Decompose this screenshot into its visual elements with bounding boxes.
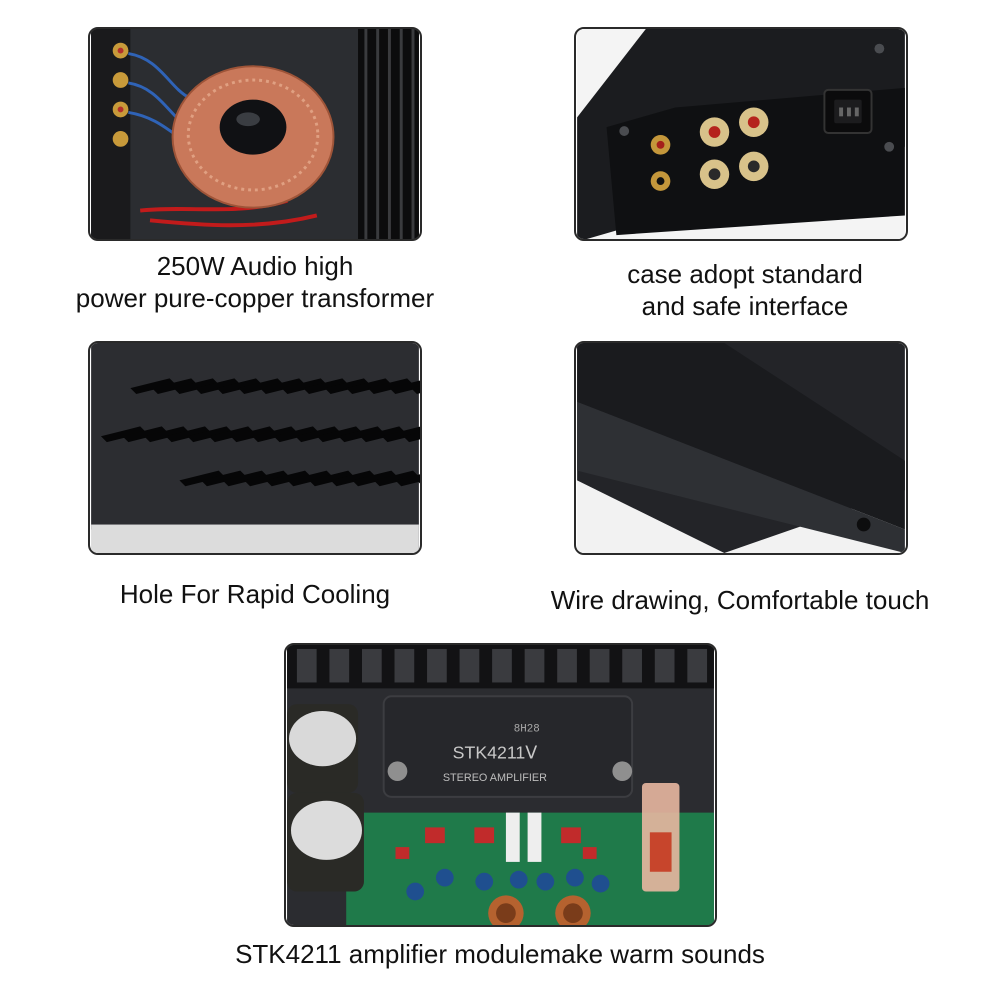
fin-slot bbox=[687, 648, 708, 683]
vent-slot bbox=[308, 470, 355, 487]
vent-slot bbox=[265, 470, 311, 487]
vent-slot bbox=[324, 378, 370, 395]
vent-slot bbox=[360, 426, 406, 443]
vent-slot bbox=[411, 385, 420, 395]
vent-slot bbox=[222, 470, 268, 487]
caption-module: STK4211 amplifier modulemake warm sounds bbox=[150, 938, 850, 970]
cooling-vents bbox=[100, 378, 420, 487]
cooling-illustration bbox=[91, 343, 420, 553]
caption-cooling: Hole For Rapid Cooling bbox=[40, 578, 470, 610]
transformer-illustration bbox=[91, 29, 419, 239]
vent-slot bbox=[195, 378, 241, 395]
vent-slot bbox=[173, 378, 219, 395]
vent-slot bbox=[252, 426, 298, 443]
caption-finish: Wire drawing, Comfortable touch bbox=[500, 584, 980, 616]
vent-slot bbox=[144, 426, 190, 443]
vent-slot bbox=[316, 426, 362, 443]
vent-slot bbox=[122, 426, 168, 443]
interface-illustration bbox=[577, 29, 905, 239]
vent-slot bbox=[381, 426, 420, 443]
chip-part-label: STK4211Ⅴ bbox=[453, 742, 539, 762]
photo-finish bbox=[574, 341, 908, 555]
vent-slot bbox=[201, 470, 247, 487]
vent-slot bbox=[330, 470, 376, 487]
photo-module: 8H28 STK4211Ⅴ STEREO AMPLIFIER bbox=[284, 643, 717, 927]
fin-slot bbox=[524, 648, 545, 683]
photo-transformer bbox=[88, 27, 422, 241]
vent-slot bbox=[346, 378, 392, 395]
vent-slot bbox=[187, 426, 233, 443]
fin-slot bbox=[361, 648, 382, 683]
caption-transformer: 250W Audio high power pure-copper transf… bbox=[40, 250, 470, 314]
vent-slot bbox=[338, 426, 384, 443]
vent-slot bbox=[303, 378, 349, 395]
fin-slot bbox=[427, 648, 447, 683]
vent-slot bbox=[373, 470, 419, 487]
vent-slot bbox=[244, 470, 290, 487]
vent-slot bbox=[179, 470, 225, 487]
vent-slot bbox=[151, 378, 198, 395]
caption-interface: case adopt standard and safe interface bbox=[570, 258, 920, 322]
vent-slot bbox=[259, 378, 306, 395]
vent-slot bbox=[389, 380, 420, 395]
vent-slot bbox=[165, 426, 211, 443]
caption-line: Wire drawing, Comfortable touch bbox=[550, 585, 930, 615]
vent-slot bbox=[216, 378, 262, 395]
vent-slot bbox=[230, 426, 276, 443]
vent-slot bbox=[281, 378, 327, 395]
chip-code: 8H28 bbox=[514, 724, 540, 736]
vent-slot bbox=[295, 426, 341, 443]
fin-slot bbox=[296, 648, 317, 683]
module-illustration: 8H28 STK4211Ⅴ STEREO AMPLIFIER bbox=[287, 645, 714, 925]
fin-slot bbox=[329, 648, 350, 683]
vent-slot bbox=[352, 470, 398, 487]
caption-line: Hole For Rapid Cooling bbox=[119, 579, 391, 609]
vent-slot bbox=[367, 378, 413, 395]
caption-line: case adopt standard bbox=[627, 259, 863, 289]
vent-slot bbox=[273, 426, 319, 443]
fin-slot bbox=[589, 648, 610, 683]
fin-slot bbox=[654, 648, 675, 683]
vent-slot bbox=[100, 426, 147, 443]
caption-line: STK4211 amplifier modulemake warm sounds bbox=[235, 939, 765, 969]
photo-interface bbox=[574, 27, 908, 241]
fin-slot bbox=[492, 648, 512, 683]
chip-sub-label: STEREO AMPLIFIER bbox=[443, 772, 547, 784]
caption-line: and safe interface bbox=[641, 291, 849, 321]
vent-slot bbox=[238, 378, 284, 395]
caption-line: power pure-copper transformer bbox=[75, 283, 435, 313]
vent-slot bbox=[416, 479, 420, 484]
photo-cooling bbox=[88, 341, 422, 555]
vent-slot bbox=[395, 474, 420, 487]
vent-slot bbox=[130, 378, 176, 395]
vent-slot bbox=[287, 470, 333, 487]
finish-illustration bbox=[577, 343, 905, 553]
fin-slot bbox=[557, 648, 577, 683]
fin-slot bbox=[459, 648, 480, 683]
caption-line: 250W Audio high bbox=[156, 251, 354, 281]
fin-slot bbox=[394, 648, 415, 683]
heatsink-fins bbox=[296, 648, 708, 683]
vent-slot bbox=[403, 432, 420, 443]
vent-slot bbox=[208, 426, 255, 443]
fin-slot bbox=[622, 648, 642, 683]
